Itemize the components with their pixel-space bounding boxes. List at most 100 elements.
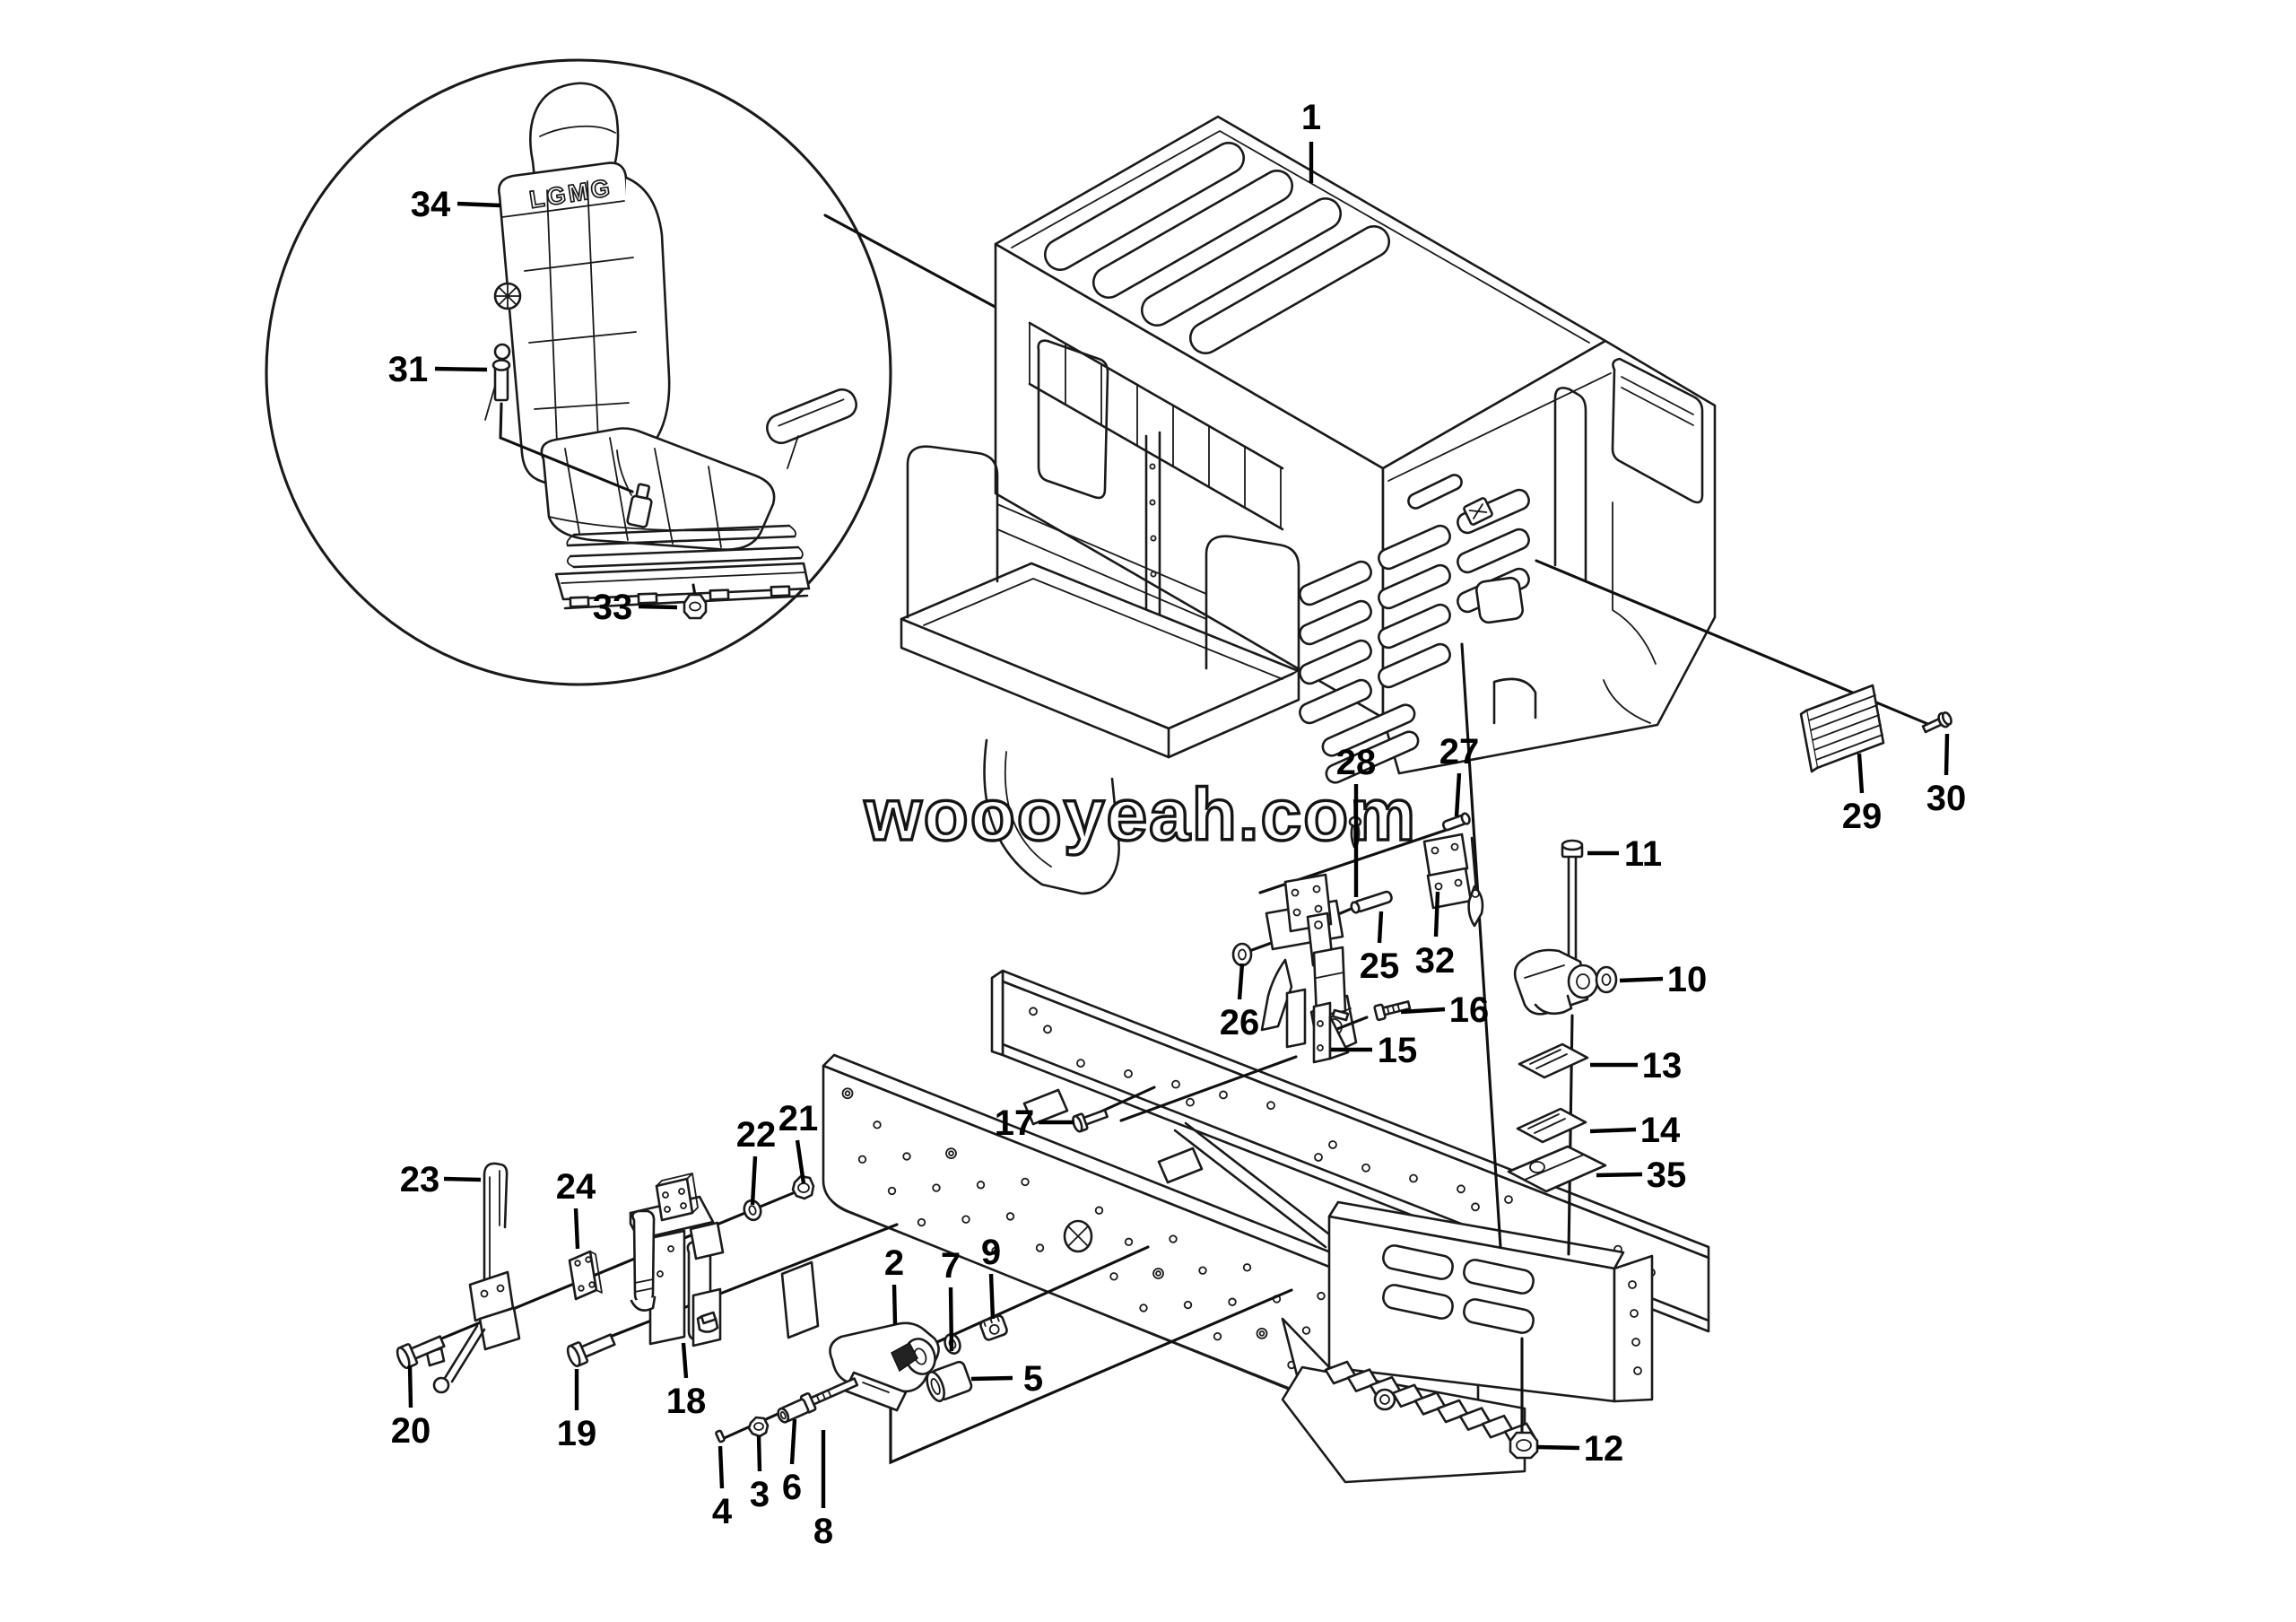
circle-line-art — [1450, 842, 1459, 851]
path-line-art — [566, 525, 804, 568]
circle-line-art — [1150, 535, 1157, 542]
leader-line-7 — [948, 1286, 954, 1352]
circle-line-art — [1043, 1025, 1052, 1034]
ellipse-line-art — [689, 601, 701, 612]
circle-line-art — [1171, 1079, 1180, 1089]
circle-line-art — [1361, 1163, 1370, 1173]
rect-line-art — [1299, 560, 1372, 606]
callout-20-latch-bolt: 20 — [391, 1365, 430, 1451]
circle-line-art — [1409, 1173, 1418, 1183]
callout-27-clevis-pin: 27 — [1439, 732, 1479, 817]
ellipse-line-art — [1567, 964, 1599, 999]
path-line-art — [891, 1341, 918, 1373]
path-line-art — [621, 176, 671, 450]
rect-line-art — [1140, 197, 1343, 327]
leader-line-16 — [1400, 1007, 1446, 1015]
callout-label-12: 12 — [1584, 1429, 1624, 1469]
callout-17-frame-bolt: 17 — [995, 1103, 1074, 1143]
ellipse-line-art — [743, 1199, 762, 1222]
path-line-art — [780, 1260, 820, 1339]
rect-line-art — [1457, 528, 1530, 574]
callout-30-screw: 30 — [1926, 733, 1966, 818]
callout-12-lock-nut: 12 — [1536, 1429, 1624, 1469]
circle-line-art — [1149, 499, 1156, 506]
rect-line-art — [637, 592, 658, 605]
leader-line-26 — [1237, 963, 1245, 1000]
circle-line-art — [1183, 1300, 1193, 1310]
callout-label-21: 21 — [778, 1099, 819, 1138]
path-line-art — [747, 1416, 770, 1438]
circle-line-art — [1471, 1202, 1480, 1212]
callout-2-cab-lock-latch: 2 — [884, 1243, 904, 1325]
callout-26-flat-washer: 26 — [1220, 963, 1259, 1042]
path-line-art — [990, 969, 1004, 1057]
circle-line-art — [902, 1152, 911, 1161]
ellipse-line-art — [1601, 973, 1612, 986]
path-line-art — [483, 1162, 509, 1285]
path-line-art — [539, 125, 616, 137]
rect-line-art — [579, 1333, 616, 1359]
part-bolt-20 — [396, 1335, 446, 1370]
rect-line-art — [1373, 1003, 1387, 1022]
circle-line-art — [988, 1323, 1000, 1335]
circle-line-art — [857, 1155, 867, 1164]
ellipse-line-art — [1460, 812, 1471, 825]
ellipse-line-art — [1561, 839, 1584, 851]
rect-line-art — [709, 589, 730, 601]
circle-line-art — [1155, 1270, 1161, 1277]
ellipse-line-art — [566, 1344, 581, 1368]
path-line-art — [778, 398, 845, 427]
path-line-art — [1205, 535, 1300, 673]
cab-latch-plate — [1463, 497, 1493, 526]
circle-line-art — [991, 1246, 1000, 1256]
cab-grille — [1299, 488, 1530, 784]
cab-step-notch — [1492, 677, 1537, 725]
callout-label-15: 15 — [1378, 1031, 1418, 1070]
circle-line-art — [1029, 1007, 1038, 1016]
part-frame-bolt-17 — [1072, 1109, 1109, 1133]
path-line-art — [1029, 322, 1282, 529]
callout-label-5: 5 — [1023, 1359, 1043, 1399]
path-line-art — [1426, 867, 1473, 910]
seat-illustration: LGMG — [484, 82, 857, 610]
rect-line-art — [1463, 1298, 1535, 1334]
callout-label-9: 9 — [981, 1233, 1001, 1272]
circle-line-art — [1149, 463, 1156, 470]
callout-28-cotter-clip: 28 — [1336, 743, 1376, 897]
callout-label-24: 24 — [556, 1167, 596, 1207]
circle-line-art — [588, 1281, 596, 1288]
path-line-art — [1534, 994, 1573, 1016]
part-tilt-pump-18 — [629, 1173, 725, 1347]
circle-line-art — [1379, 1394, 1390, 1405]
circle-line-art — [667, 1245, 674, 1252]
ellipse-line-art — [1072, 1114, 1083, 1133]
path-line-art — [1386, 1003, 1401, 1015]
path-line-art — [1799, 709, 1819, 773]
path-line-art — [1509, 1431, 1539, 1460]
rect-line-art — [1378, 603, 1451, 650]
leader-line-12 — [1536, 1444, 1580, 1451]
callout-label-6: 6 — [782, 1468, 802, 1507]
path-line-art — [683, 593, 708, 620]
path-line-art — [689, 1221, 725, 1260]
leader-line-27 — [1454, 772, 1462, 817]
circle-line-art — [1504, 1195, 1513, 1204]
callout-31-seat-bolt: 31 — [388, 350, 488, 389]
detail-circle-outline — [265, 58, 892, 686]
ellipse-line-art — [1063, 1219, 1093, 1253]
leader-line-18 — [681, 1342, 689, 1379]
path-line-art — [630, 1295, 657, 1312]
circle-line-art — [1457, 1184, 1465, 1194]
callout-label-23: 23 — [400, 1160, 440, 1199]
rect-line-art — [1299, 678, 1372, 725]
callout-label-16: 16 — [1449, 990, 1490, 1030]
path-line-art — [1068, 1226, 1088, 1246]
circle-line-art — [432, 1376, 450, 1394]
path-line-art — [1312, 1001, 1332, 1064]
rect-line-art — [1299, 599, 1372, 646]
part-shim-plate-14 — [1516, 1107, 1587, 1144]
leader-line-6 — [789, 1418, 797, 1465]
circle-line-art — [664, 1206, 671, 1213]
